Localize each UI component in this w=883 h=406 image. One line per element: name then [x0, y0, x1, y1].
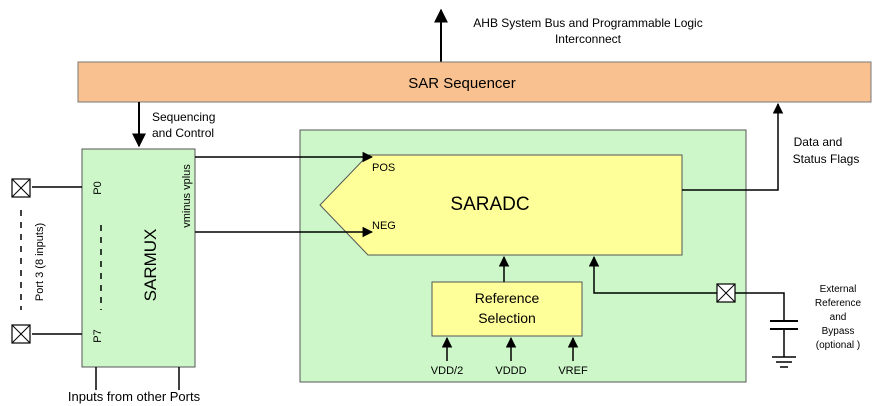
external-line4: Bypass — [822, 326, 855, 337]
bus-label-line1: AHB System Bus and Programmable Logic — [473, 16, 702, 30]
bus-label-line2: Interconnect — [555, 32, 622, 46]
reference-line2: Selection — [478, 310, 536, 326]
sar-sequencer-label: SAR Sequencer — [408, 75, 516, 92]
seq-control-line1: Sequencing — [152, 110, 215, 124]
external-ref-line — [588, 255, 717, 294]
sarmux-label: SARMUX — [141, 229, 160, 302]
supply-vdd2-label: VDD/2 — [431, 365, 463, 377]
reference-line1: Reference — [475, 290, 540, 306]
capacitor-icon — [770, 320, 798, 357]
sarmux-vplus-label: vminus vplus — [181, 164, 193, 228]
sarmux-block — [81, 148, 196, 368]
data-flags-line2: Status Flags — [793, 152, 860, 166]
external-line2: Reference — [815, 298, 862, 309]
sarmux-p0-label: P0 — [92, 181, 104, 194]
external-line1: External — [820, 284, 857, 295]
ground-icon — [772, 356, 796, 368]
inputs-label: Inputs from other Ports — [68, 389, 201, 404]
supply-vddd-label: VDDD — [495, 365, 526, 377]
saradc-label: SARADC — [450, 194, 529, 215]
external-line5: (optional ) — [816, 340, 860, 351]
supply-vref-label: VREF — [558, 365, 588, 377]
external-line3: and — [830, 312, 847, 323]
saradc-block — [319, 154, 683, 256]
data-flags-arrow — [682, 102, 784, 191]
external-ref-pin-icon — [716, 283, 736, 303]
data-flags-line1: Data and — [794, 135, 843, 149]
pin-p0-icon — [11, 178, 31, 198]
sarmux-p7-label: P7 — [92, 329, 104, 342]
pin-p7-icon — [11, 324, 31, 344]
sar-sequencer-block — [77, 61, 872, 103]
port-label: Port 3 (8 inputs) — [34, 223, 46, 301]
reference-selection-block — [431, 281, 583, 337]
saradc-neg-label: NEG — [372, 220, 396, 232]
saradc-pos-label: POS — [372, 162, 395, 174]
seq-control-line2: and Control — [152, 126, 214, 140]
